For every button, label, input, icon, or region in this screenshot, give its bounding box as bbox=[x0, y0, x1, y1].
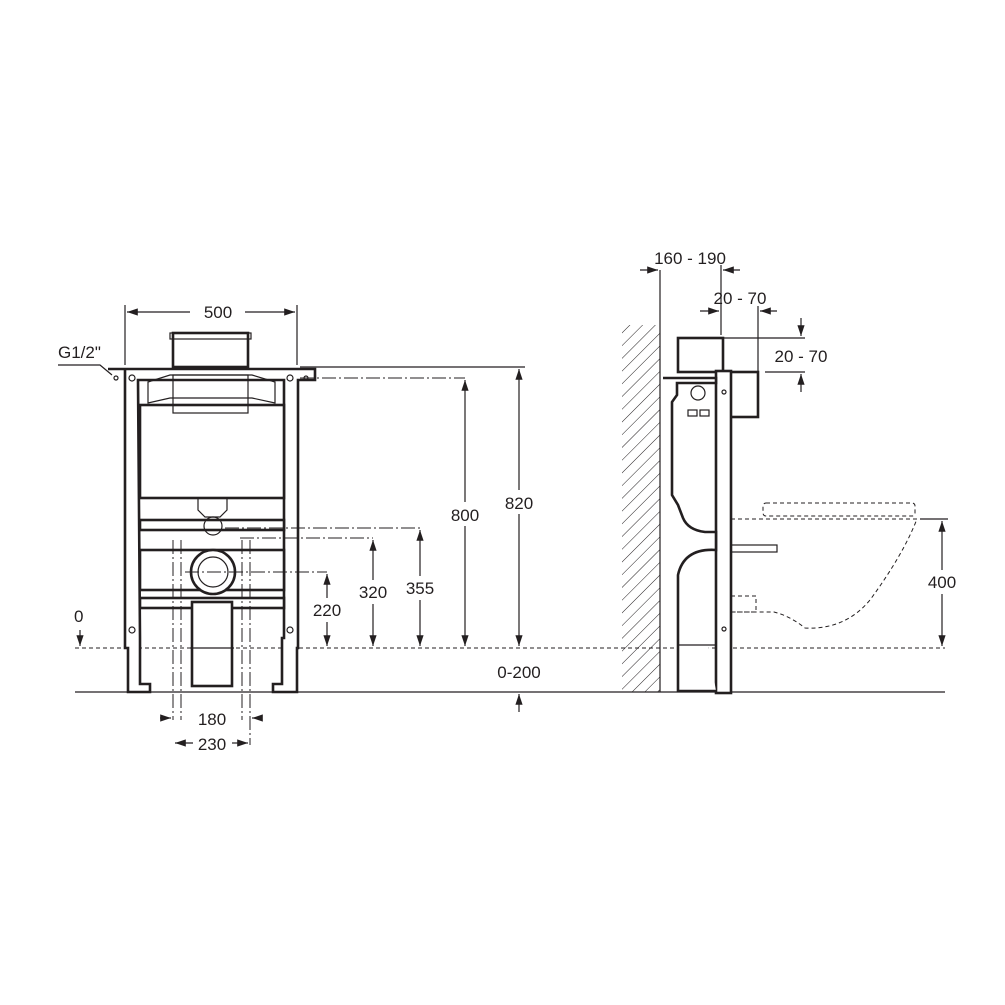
thread-size-label: G1/2" bbox=[58, 343, 101, 362]
dim-flush-offset-vertical: 20 - 70 bbox=[775, 347, 828, 366]
dim-floor-adjust: 0-200 bbox=[497, 663, 540, 682]
dim-height-355: 355 bbox=[406, 579, 434, 598]
wall-hatched bbox=[622, 325, 660, 692]
dim-bowl-height-400: 400 bbox=[928, 573, 956, 592]
dim-flush-offset-horizontal: 20 - 70 bbox=[714, 289, 767, 308]
side-view-frame bbox=[663, 336, 778, 695]
dim-width-500: 500 bbox=[204, 303, 232, 322]
dim-height-820: 820 bbox=[505, 494, 533, 513]
dim-height-220: 220 bbox=[313, 601, 341, 620]
dim-wall-gap: 160 - 190 bbox=[654, 249, 726, 268]
dim-height-800: 800 bbox=[451, 506, 479, 525]
wall-hung-bowl-outline bbox=[730, 502, 918, 629]
zero-level-label: 0 bbox=[74, 607, 83, 626]
dim-height-320: 320 bbox=[359, 583, 387, 602]
dim-bolt-230: 230 bbox=[198, 735, 226, 754]
front-view-frame bbox=[108, 331, 317, 694]
dim-bolt-180: 180 bbox=[198, 710, 226, 729]
